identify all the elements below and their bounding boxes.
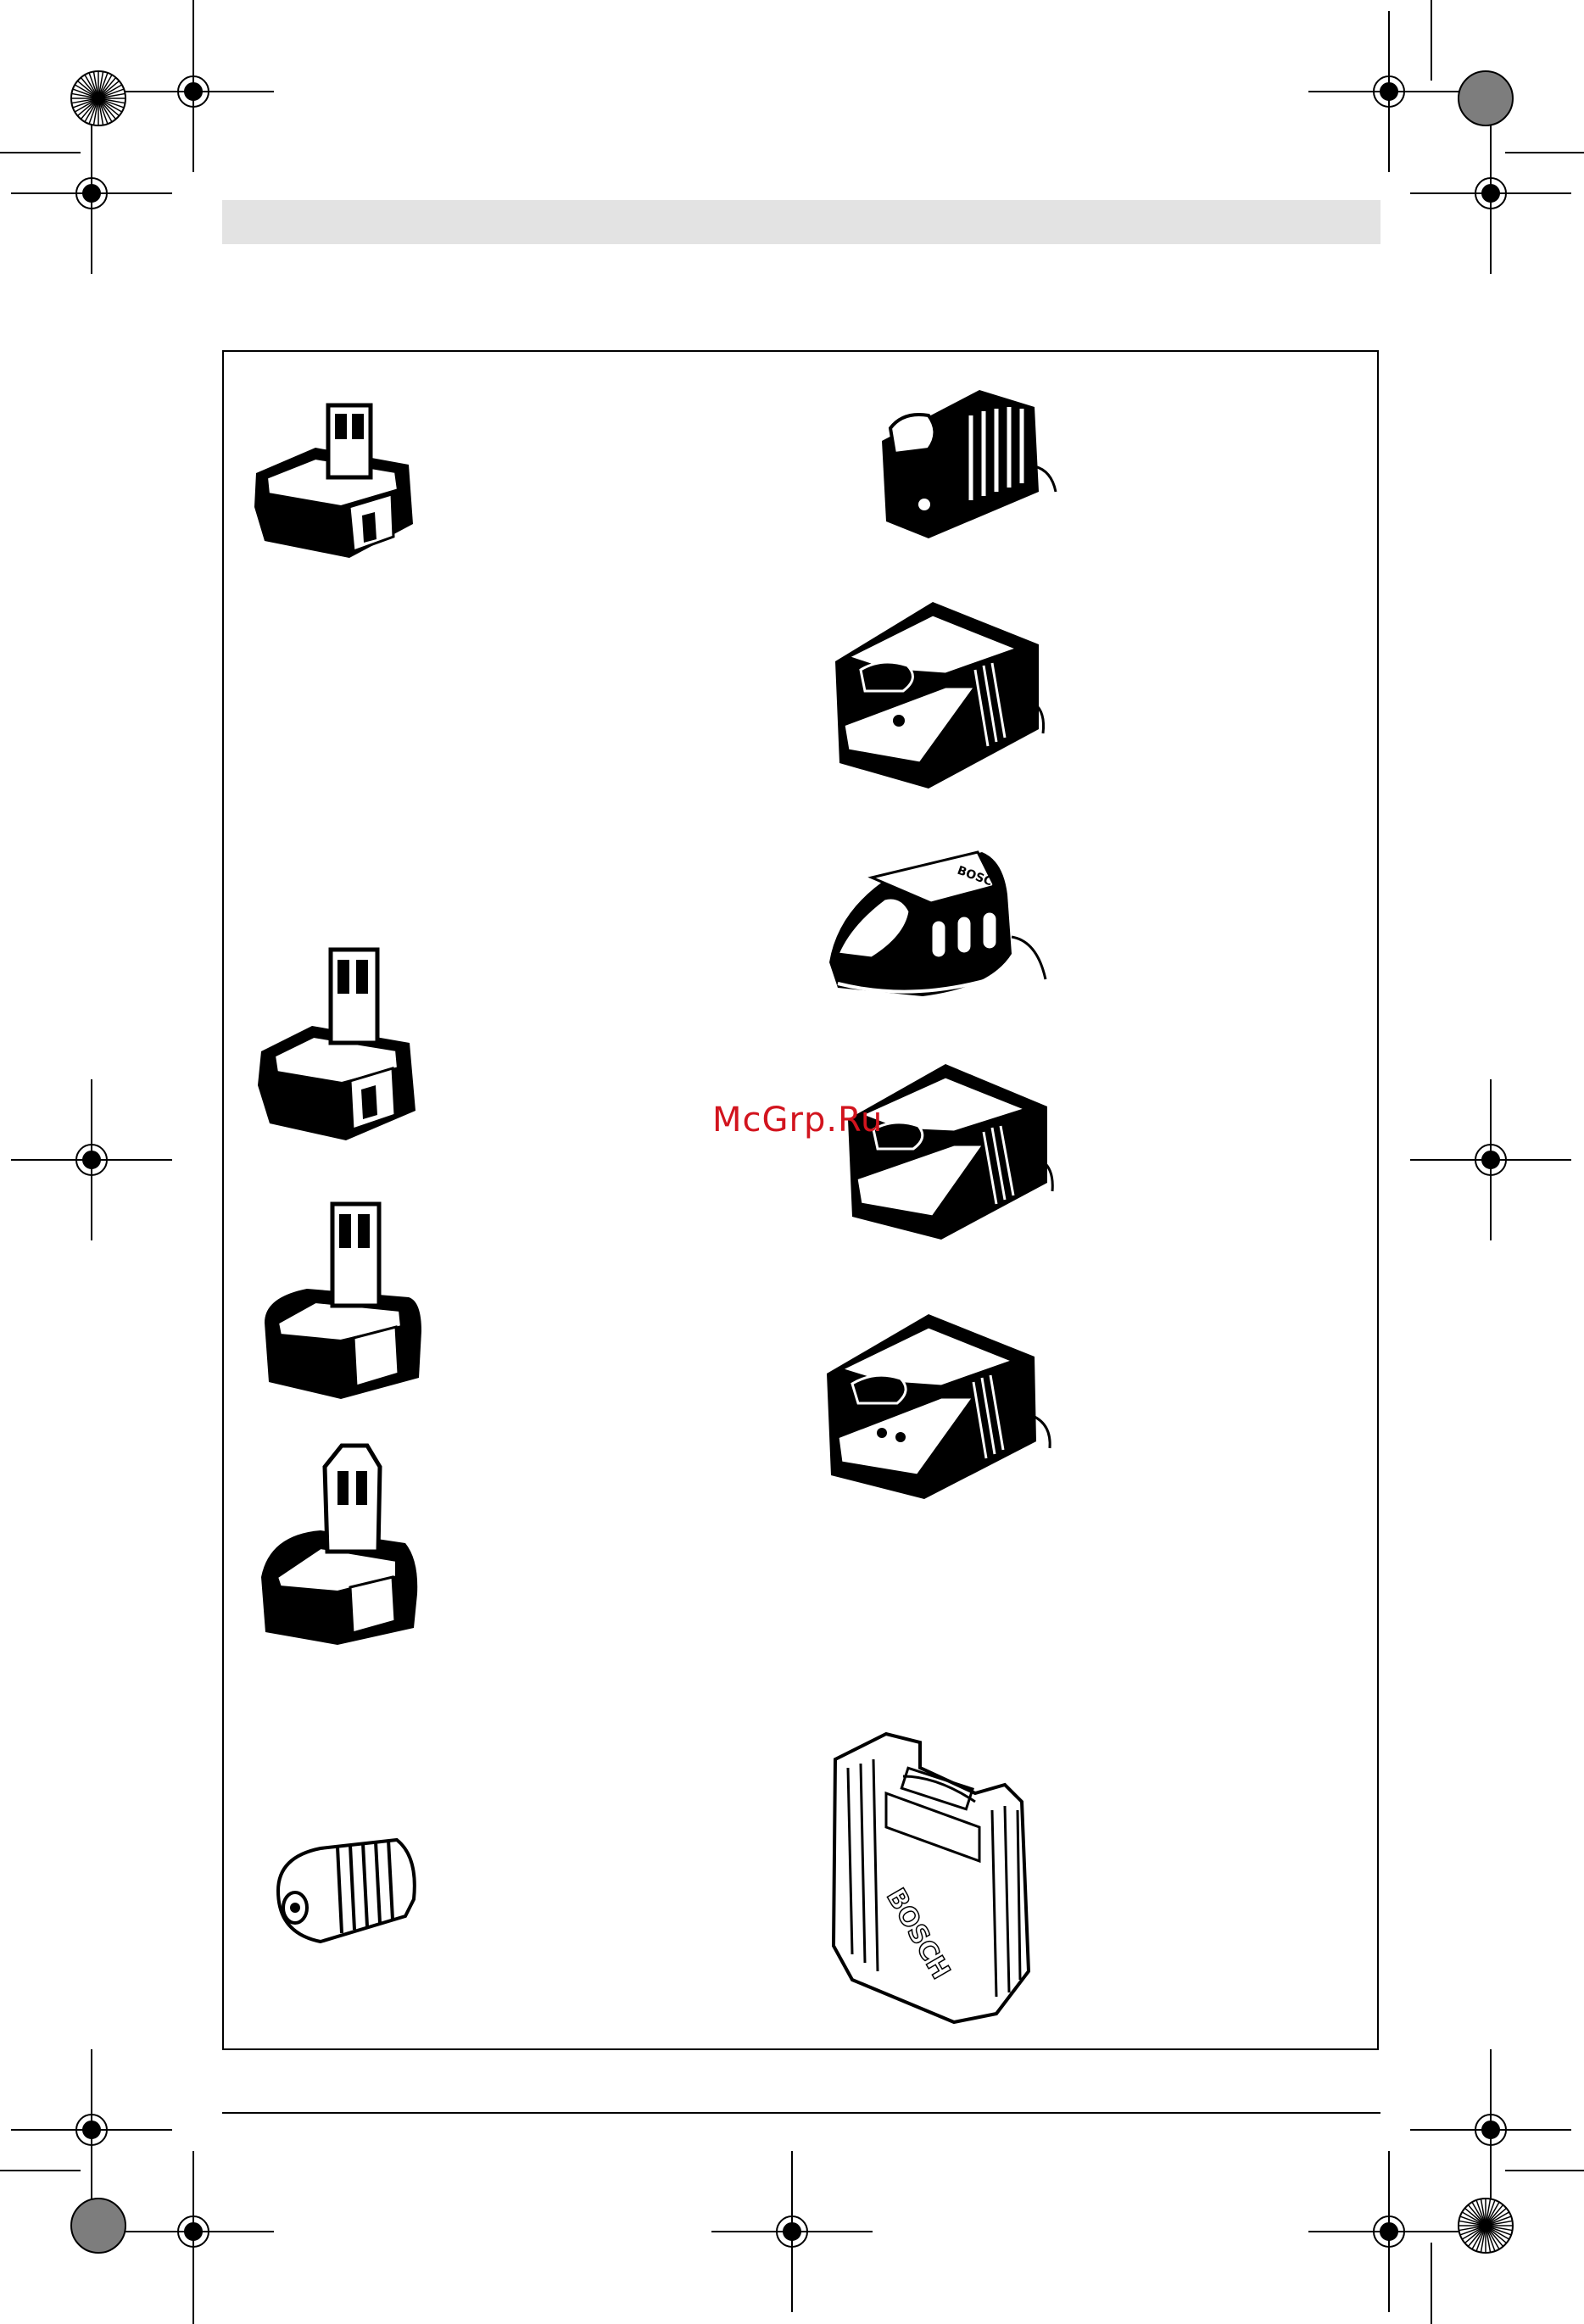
keyless-chuck-illustration [270,1823,422,1950]
grey-register-circle [71,2199,125,2253]
header-bar [222,200,1380,244]
crosshair-mark [11,113,172,274]
crosshair-mark [11,2049,172,2210]
grey-register-circle [1459,71,1513,125]
battery-pack-4-illustration [253,1441,422,1645]
footer-rule [222,2112,1380,2114]
battery-pack-3-illustration [256,1195,426,1399]
crosshair-mark [113,11,274,172]
charger-2-illustration [827,594,1047,789]
starburst-mark [71,71,125,125]
crosshair-mark [1308,2151,1470,2312]
battery-pack-2-illustration [253,941,422,1145]
starburst-mark [1459,2199,1513,2253]
carrying-case-illustration: BOSCH [827,1725,1056,2026]
crosshair-mark [11,1079,172,1240]
watermark: McGrp.Ru [712,1101,883,1140]
charger-5-illustration [823,1306,1056,1501]
charger-3-illustration: BOSCH [821,844,1050,1005]
crosshair-mark [1410,1079,1571,1240]
charger-4-illustration [844,1060,1056,1242]
charger-1-illustration [878,373,1064,543]
crosshair-mark [711,2151,873,2312]
crosshair-mark [1410,2049,1571,2210]
battery-pack-1-illustration [248,388,417,575]
crosshair-mark [1410,113,1571,274]
crosshair-mark [113,2151,274,2312]
crosshair-mark [1308,11,1470,172]
